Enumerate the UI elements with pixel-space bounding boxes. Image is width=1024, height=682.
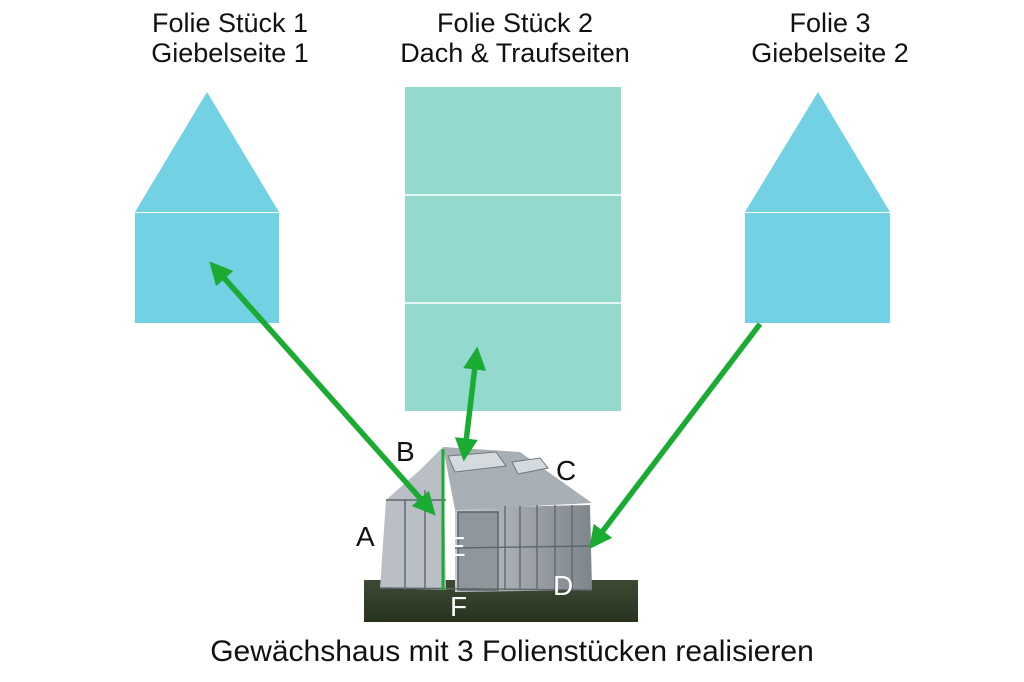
point-label-f: F — [450, 591, 468, 622]
point-label-b: B — [396, 436, 415, 467]
roof-film-rectangle — [405, 87, 621, 411]
greenhouse-door — [457, 511, 499, 591]
gable-film-piece-1 — [135, 92, 279, 323]
gable-1-rectangle — [135, 213, 279, 323]
film-piece-2-name: Folie Stück 2 — [436, 8, 594, 38]
point-label-a: A — [356, 521, 375, 552]
film-piece-3-title: Folie 3 Giebelseite 2 — [715, 8, 945, 68]
greenhouse-gable-wall — [380, 447, 446, 590]
arrow-roof — [454, 346, 487, 462]
arrow-gable-3 — [589, 322, 763, 550]
point-label-d: D — [553, 570, 574, 601]
film-piece-2-side: Dach & Traufseiten — [400, 38, 630, 68]
film-piece-3-name: Folie 3 — [789, 8, 871, 38]
gable-1-triangle — [135, 92, 279, 212]
roof-film-piece-2 — [405, 87, 621, 411]
gable-3-triangle — [745, 92, 890, 212]
gable-3-rectangle — [745, 213, 890, 323]
film-piece-2-title: Folie Stück 2 Dach & Traufseiten — [370, 8, 660, 68]
film-piece-1-name: Folie Stück 1 — [151, 8, 309, 38]
film-piece-1-title: Folie Stück 1 Giebelseite 1 — [100, 8, 360, 68]
point-label-e: E — [447, 531, 466, 562]
film-piece-1-side: Giebelseite 1 — [151, 38, 309, 68]
arrow-gable-1 — [209, 261, 436, 516]
point-label-c: C — [556, 455, 577, 486]
arrows — [209, 261, 763, 550]
gable-film-piece-3 — [745, 92, 890, 323]
roof-vent-right — [511, 457, 549, 475]
film-piece-3-side: Giebelseite 2 — [751, 38, 909, 68]
caption: Gewächshaus mit 3 Folienstücken realisie… — [210, 635, 814, 668]
greenhouse-photo — [364, 447, 638, 622]
